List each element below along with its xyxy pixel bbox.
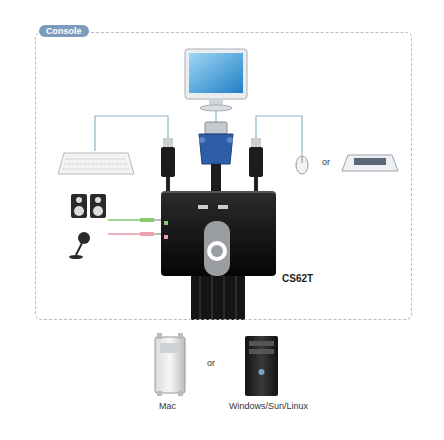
mouse	[296, 156, 308, 174]
kvm-switch: CS62T	[161, 191, 276, 276]
monitor	[185, 49, 247, 111]
switch-faceplate	[160, 191, 275, 276]
microphone	[69, 232, 90, 259]
usb-wires	[95, 110, 302, 155]
computer-label: Windows/Sun/Linux	[229, 401, 308, 411]
cable-plugs	[161, 122, 263, 191]
trackball-pad	[342, 155, 398, 171]
keyboard	[58, 153, 134, 174]
model-name: CS62T	[282, 273, 313, 284]
or-text: or	[207, 358, 215, 368]
region-tab: Console	[39, 25, 89, 37]
mac-tower	[155, 333, 185, 396]
computer-label: Mac	[159, 401, 176, 411]
pc-tower	[245, 336, 278, 396]
speakers	[71, 194, 106, 218]
or-text: or	[322, 157, 330, 167]
console-region: ConsoleCS62T	[35, 32, 412, 320]
audio-cables	[108, 218, 161, 236]
cable-bundle	[191, 274, 245, 320]
